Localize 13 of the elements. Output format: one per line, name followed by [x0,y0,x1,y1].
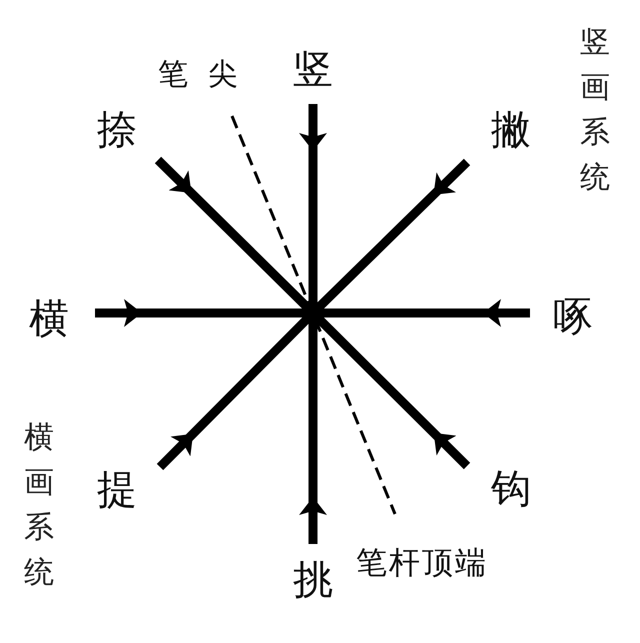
stroke-label: 竖 [293,50,333,92]
side-caption: 竖画系统 [579,24,611,197]
brush-tip-label: 笔尖 [158,60,238,92]
brush-end-label: 笔杆顶端 [356,548,488,580]
stroke-label: 捺 [96,110,138,152]
stroke-label: 撇 [490,110,532,152]
stroke-label: 挑 [292,560,334,602]
dashed-line [230,115,396,515]
stroke-label: 横 [28,299,70,341]
stroke-label: 啄 [552,297,594,339]
stroke-label: 提 [96,470,138,512]
stroke-label: 钩 [490,469,532,511]
side-caption: 横画系统 [23,419,55,592]
